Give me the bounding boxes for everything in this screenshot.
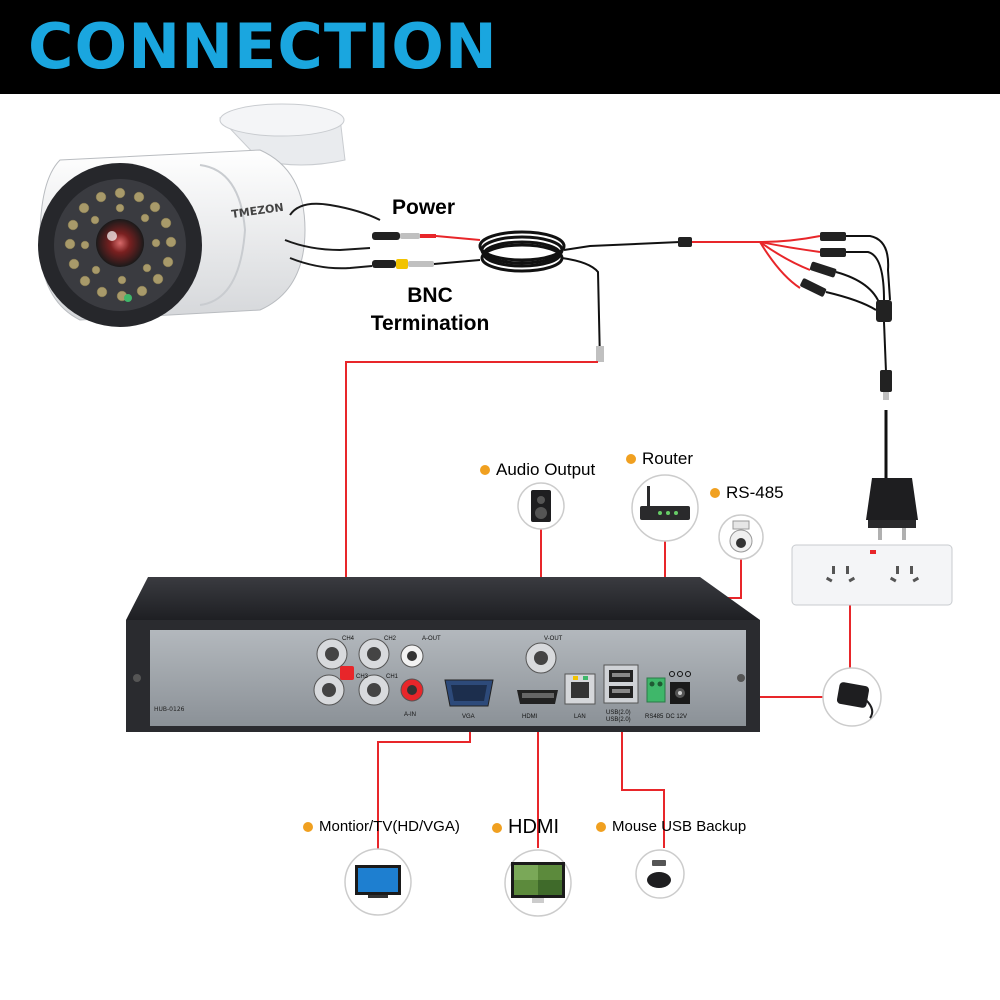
router-tag: Router	[626, 449, 693, 469]
bullet-icon	[492, 822, 502, 833]
vga-port	[444, 679, 494, 707]
page-title: CONNECTION	[28, 10, 498, 83]
bullet-camera: TMEZON	[38, 103, 346, 327]
bullet-icon	[480, 465, 490, 475]
power-connector	[372, 232, 436, 240]
bnc-port-ch3	[313, 674, 345, 706]
power-adapter-icon	[822, 667, 882, 727]
bnc-label-line1: BNC	[407, 284, 453, 307]
hdmi-port	[517, 690, 558, 704]
port-label-a-out: A-OUT	[422, 636, 441, 642]
audio-output-tag: Audio Output	[480, 460, 595, 480]
monitor-tag: Montior/TV(HD/VGA)	[303, 818, 460, 835]
port-label-v-out: V-OUT	[544, 636, 563, 642]
speaker-icon	[517, 482, 565, 530]
router-icon	[631, 474, 699, 542]
ptz-camera-icon	[718, 514, 764, 560]
port-label-usb1: USB(2.0)	[606, 710, 631, 716]
audio-output-label: Audio Output	[496, 460, 596, 479]
bnc-port-v-out	[525, 642, 557, 674]
bnc-port-ch1	[358, 674, 390, 706]
router-label: Router	[642, 449, 694, 468]
power-splitter	[678, 232, 892, 400]
camera-lens	[96, 219, 144, 267]
bullet-icon	[710, 488, 720, 498]
rs485-terminal	[646, 677, 666, 703]
bnc-connector	[372, 259, 434, 269]
bnc-port-ch2	[358, 638, 390, 670]
port-label-a-in: A-IN	[404, 712, 416, 718]
camera-pigtail-cables	[284, 202, 381, 270]
wall-outlet	[791, 544, 953, 606]
hdmi-label: HDMI	[508, 816, 560, 838]
port-label-dc12v: DC 12V	[666, 714, 687, 720]
ir-led-ring	[64, 187, 177, 302]
dvr-recorder: HUB-0126 CH4 CH2 CH3 CH1 A-OUT A-IN	[126, 577, 760, 732]
port-label-usb2: USB(2.0)	[606, 717, 631, 723]
power-adapter-plug	[866, 410, 918, 540]
port-label-ch2: CH2	[384, 636, 397, 642]
ch3-highlight	[340, 666, 354, 680]
dvr-model-label: HUB-0126	[154, 706, 185, 713]
mouse-usb-icon	[635, 849, 685, 899]
port-label-vga: VGA	[462, 714, 475, 720]
hdmi-tag: HDMI	[492, 816, 559, 839]
rs485-tag: RS-485	[710, 483, 784, 503]
mouse-usb-tag: Mouse USB Backup	[596, 818, 746, 835]
mouse-usb-label: Mouse USB Backup	[612, 818, 747, 835]
bnc-cable-down	[561, 257, 601, 363]
monitor-icon	[344, 848, 412, 916]
bullet-icon	[626, 454, 636, 464]
header-banner: CONNECTION	[0, 0, 1000, 94]
port-label-rs485: RS485	[645, 714, 664, 720]
monitor-label: Montior/TV(HD/VGA)	[319, 818, 460, 835]
power-label: Power	[392, 196, 456, 219]
audio-in-rca	[400, 678, 424, 702]
port-label-ch1: CH1	[386, 674, 399, 680]
usb-ports	[603, 664, 639, 704]
port-label-lan: LAN	[574, 714, 586, 720]
audio-out-rca	[400, 644, 424, 668]
bnc-port-ch4	[316, 638, 348, 670]
bullet-icon	[303, 821, 313, 832]
port-label-hdmi: HDMI	[522, 714, 538, 720]
dc-12v-port	[669, 671, 691, 704]
rs485-label: RS-485	[726, 483, 784, 502]
lan-port	[564, 673, 596, 705]
bullet-icon	[596, 821, 606, 832]
bnc-label-line2: Termination	[370, 312, 490, 335]
coiled-extension-cable	[478, 230, 566, 273]
port-label-ch3: CH3	[356, 674, 369, 680]
port-label-ch4: CH4	[342, 636, 355, 642]
hdmi-display-icon	[504, 849, 572, 917]
